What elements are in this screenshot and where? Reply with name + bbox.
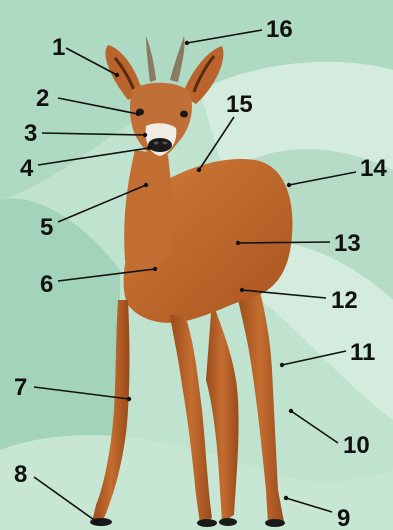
anchor-6 [153,267,157,271]
anchor-11 [280,363,284,367]
deer-neck [124,150,172,270]
label-8: 8 [14,461,27,488]
label-15: 15 [226,91,253,118]
label-4: 4 [20,155,34,182]
anchor-16 [185,41,189,45]
anchor-1 [115,73,119,77]
anchor-15 [197,168,201,172]
deer-eye-right [180,111,188,118]
anchor-2 [136,112,140,116]
anchor-5 [144,183,148,187]
nostril-left [154,142,159,145]
anchor-9 [284,496,288,500]
label-12: 12 [331,287,358,314]
nostril-right [163,142,168,145]
label-1: 1 [52,34,65,61]
deer-nose [148,138,172,152]
label-11: 11 [350,339,375,366]
hoof-front-right [197,519,217,527]
hoof-rear-left [219,518,237,526]
label-10: 10 [343,432,370,459]
label-9: 9 [337,505,350,530]
label-14: 14 [360,155,387,182]
label-2: 2 [36,85,49,112]
anchor-3 [143,133,147,137]
label-5: 5 [40,214,53,241]
anchor-13 [236,241,240,245]
anchor-8 [95,520,99,524]
label-6: 6 [40,271,53,298]
anchor-12 [240,288,244,292]
label-16: 16 [266,16,293,43]
hoof-rear-right [265,519,285,527]
anchor-7 [127,397,131,401]
anchor-14 [287,183,291,187]
label-7: 7 [14,374,27,401]
label-13: 13 [334,230,361,257]
anchor-10 [289,409,293,413]
label-3: 3 [24,120,37,147]
leader-13 [238,242,330,243]
anchor-4 [147,146,151,150]
